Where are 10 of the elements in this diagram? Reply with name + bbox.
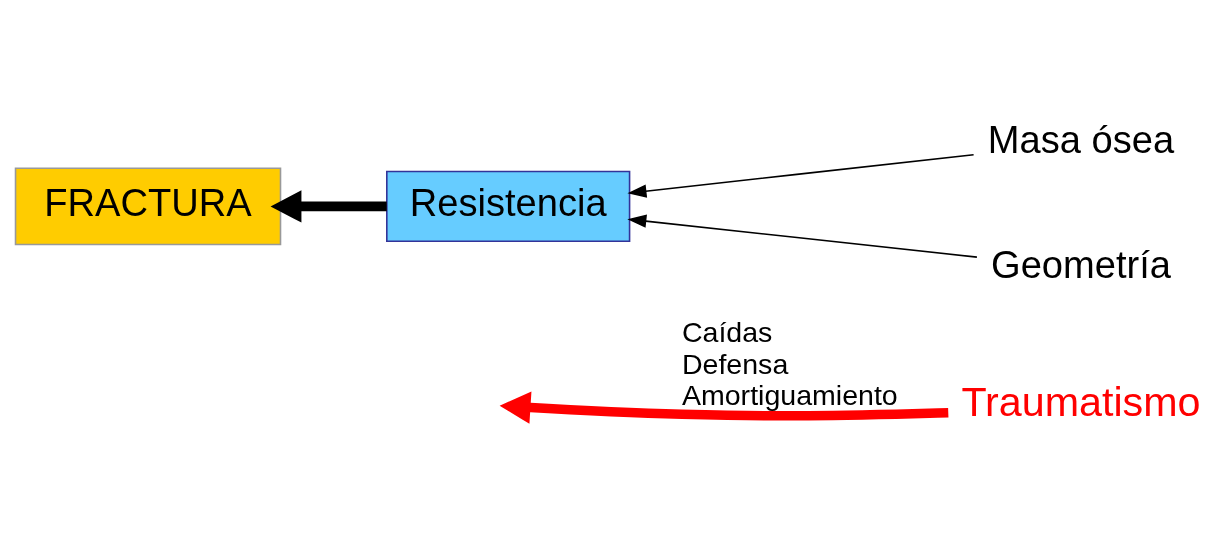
node-box: Resistencia xyxy=(386,170,631,242)
arrow xyxy=(499,390,949,424)
node-text: Geometría xyxy=(991,243,1171,286)
node-box: FRACTURA xyxy=(14,167,282,245)
arrow xyxy=(270,189,387,223)
node-text: Traumatismo xyxy=(961,378,1201,425)
edge-label: Caídas Defensa Amortiguamiento xyxy=(681,315,898,411)
arrow xyxy=(627,153,975,198)
arrow xyxy=(627,214,978,258)
node-text: Masa ósea xyxy=(987,118,1175,161)
